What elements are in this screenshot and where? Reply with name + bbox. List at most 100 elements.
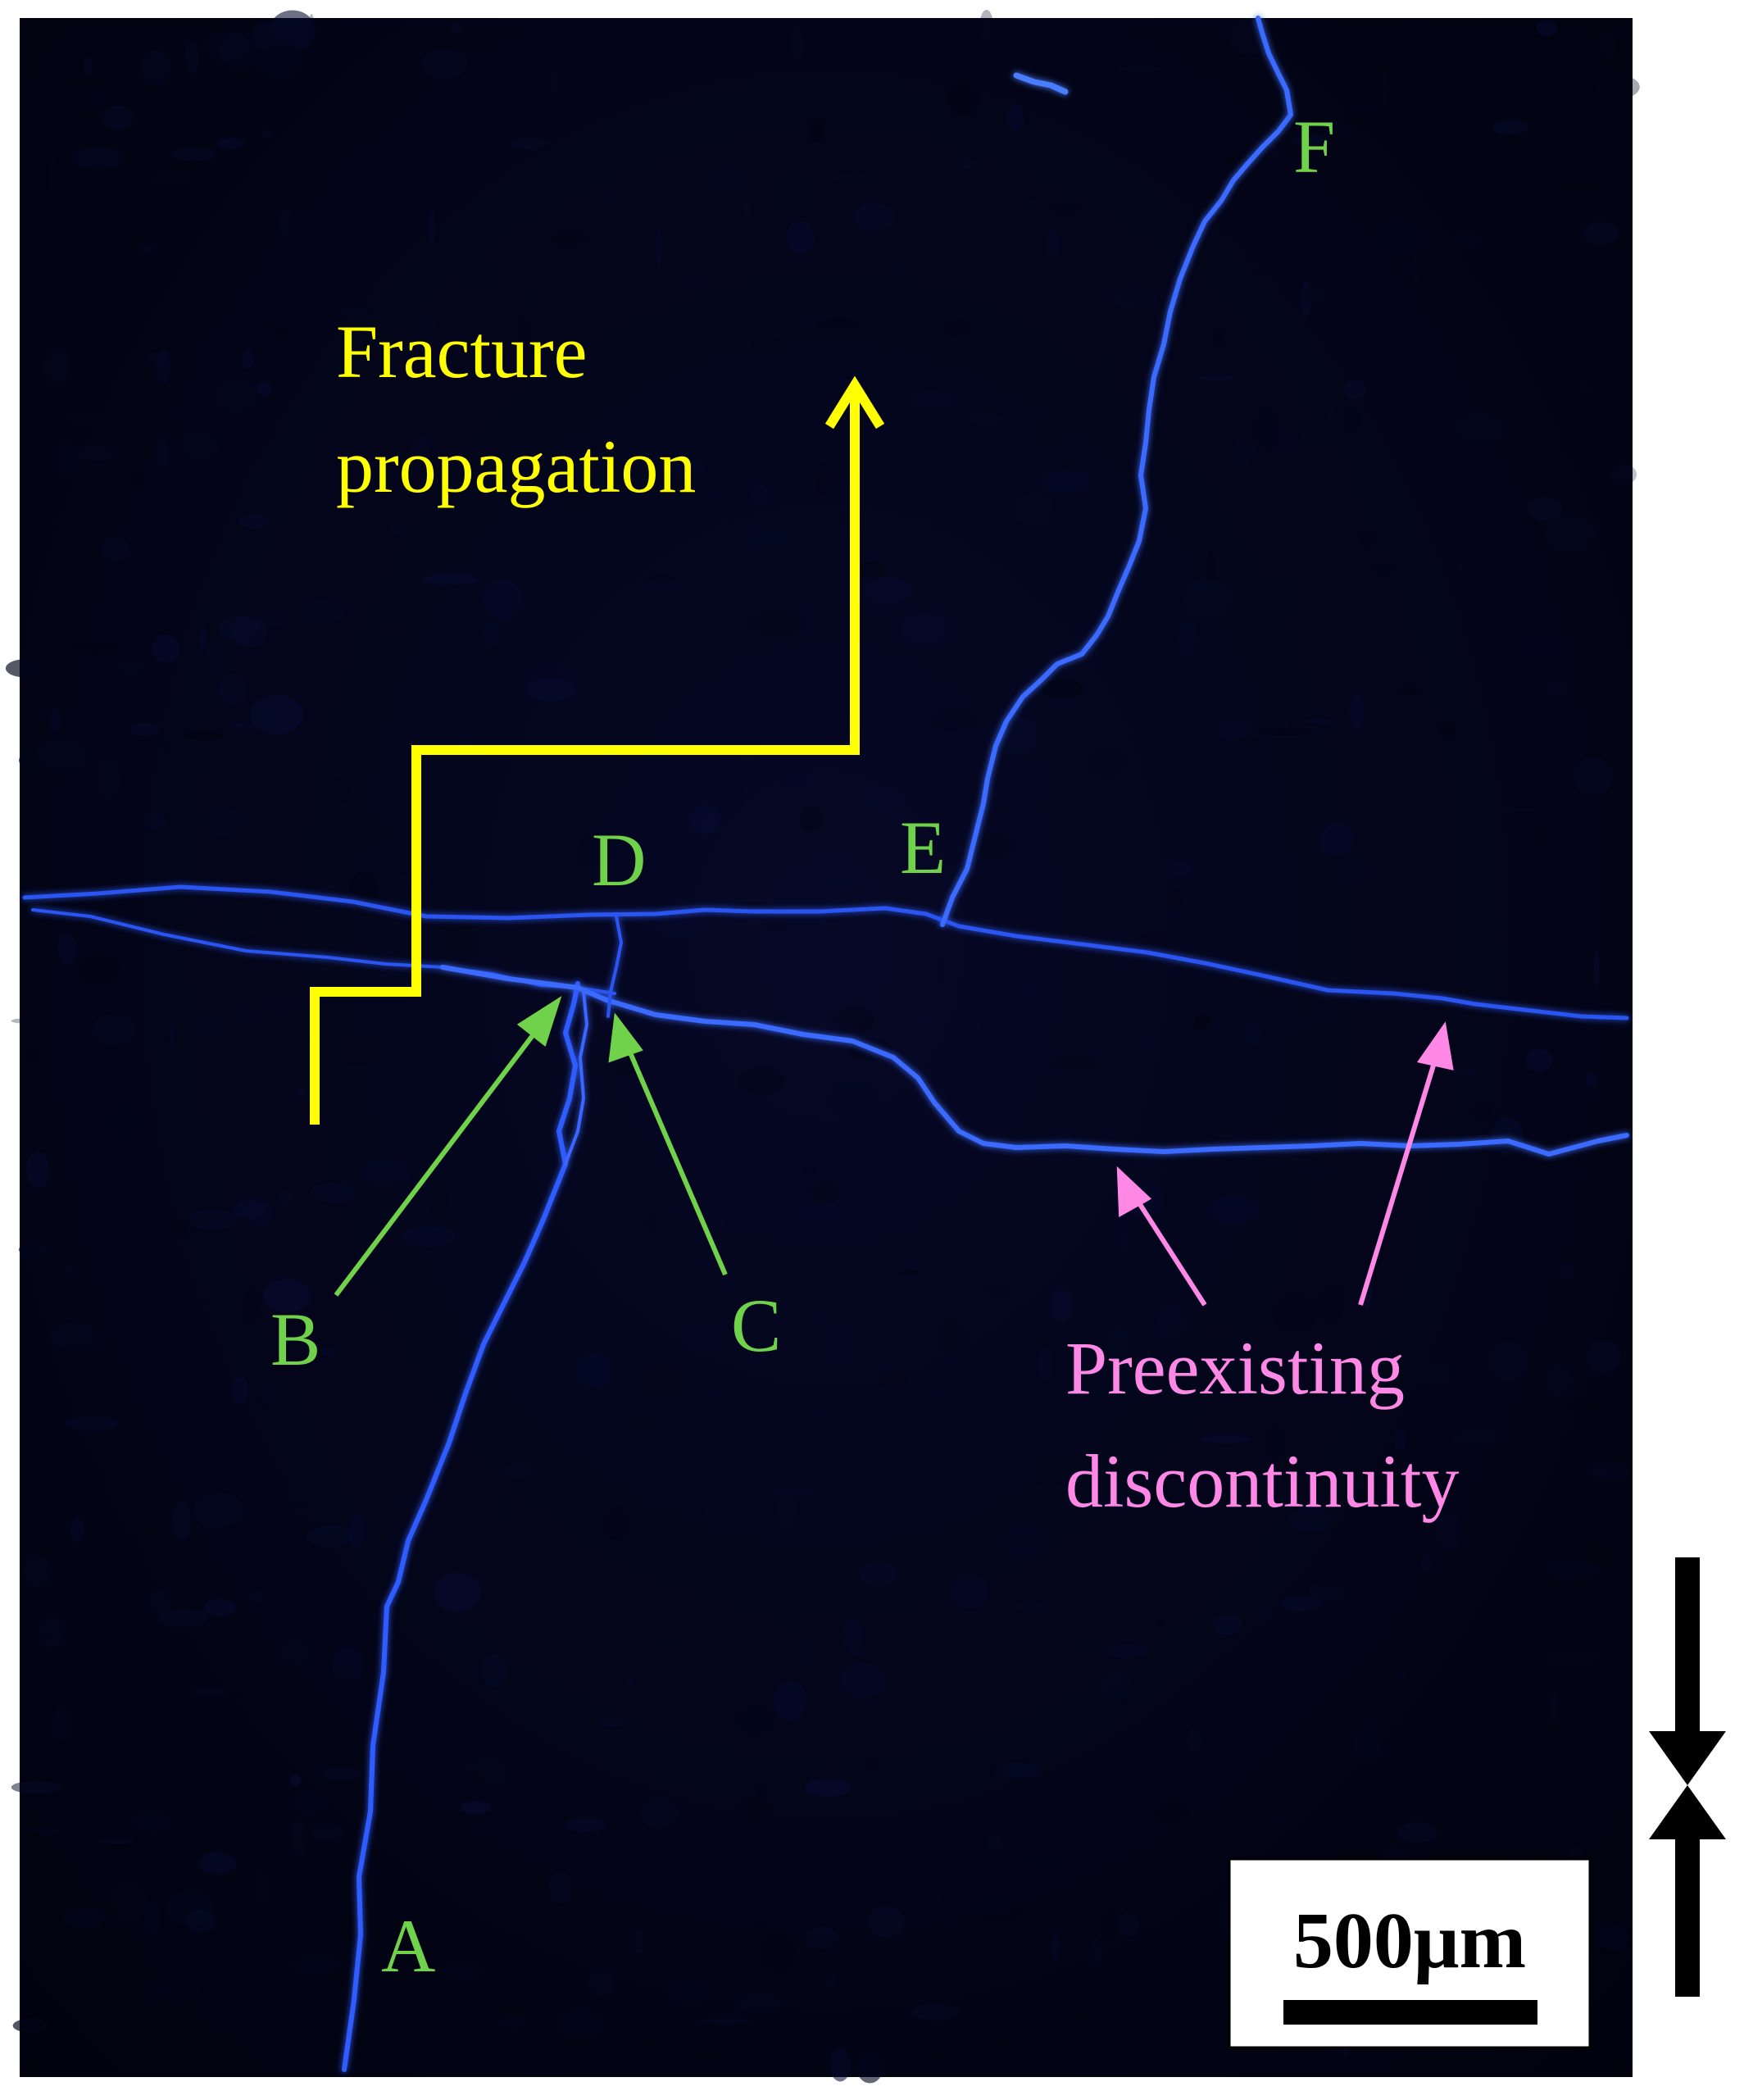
texture-speckle (856, 2052, 883, 2084)
texture-speckle (1166, 861, 1192, 877)
texture-speckle (1265, 576, 1303, 615)
texture-speckle (275, 1863, 320, 1892)
texture-speckle (143, 1900, 161, 1938)
texture-speckle (747, 531, 792, 546)
texture-speckle (257, 381, 271, 397)
texture-speckle (909, 391, 956, 407)
texture-speckle (1350, 691, 1365, 731)
texture-speckle (193, 1492, 243, 1529)
texture-speckle (834, 1006, 875, 1034)
texture-speckle (752, 484, 769, 506)
texture-speckle (440, 916, 479, 956)
texture-speckle (18, 1243, 53, 1257)
texture-speckle (388, 1519, 408, 1557)
texture-speckle (1179, 1012, 1231, 1049)
texture-speckle (310, 1823, 343, 1840)
texture-speckle (1487, 1340, 1529, 1382)
texture-speckle (588, 1967, 612, 1998)
point-label-a: A (381, 1904, 435, 1988)
texture-speckle (1108, 286, 1156, 310)
texture-speckle (411, 434, 432, 463)
arrow-b-head-icon (516, 996, 562, 1048)
texture-speckle (1101, 1909, 1116, 1942)
texture-speckle (242, 1288, 260, 1325)
texture-speckle (1573, 757, 1614, 795)
arrow-b-line (334, 1023, 543, 1297)
texture-speckle (688, 804, 721, 834)
texture-speckle (480, 1652, 507, 1688)
texture-speckle (218, 32, 260, 69)
texture-speckle (261, 128, 271, 139)
texture-speckle (193, 1687, 225, 1696)
texture-speckle (1193, 1507, 1212, 1516)
texture-speckle (774, 1681, 807, 1721)
texture-speckle (132, 466, 145, 490)
texture-speckle (177, 430, 220, 460)
texture-speckle (280, 1639, 314, 1666)
texture-speckle (1324, 1586, 1349, 1601)
texture-speckle (1089, 1937, 1102, 1968)
texture-speckle (1265, 1011, 1314, 1034)
scale-bar-line (1283, 2000, 1537, 2025)
texture-speckle (104, 1105, 143, 1139)
texture-speckle (1549, 1692, 1559, 1723)
texture-speckle (556, 487, 598, 510)
texture-speckle (64, 416, 111, 422)
texture-speckle (812, 1389, 830, 1411)
crack-upper-horizontal (22, 884, 1629, 1020)
texture-speckle (969, 415, 1001, 424)
texture-speckle (31, 1827, 61, 1834)
texture-speckle (242, 348, 253, 370)
texture-speckle (205, 1511, 252, 1518)
texture-speckle (1420, 1554, 1433, 1572)
compression-up-arrowhead-icon (1649, 1785, 1726, 1839)
texture-speckle (743, 198, 750, 220)
texture-speckle (1232, 436, 1254, 467)
texture-speckle (511, 988, 529, 993)
texture-speckle (737, 1066, 787, 1096)
texture-speckle (1100, 1671, 1130, 1703)
texture-speckle (217, 674, 248, 707)
texture-speckle (897, 251, 911, 285)
texture-speckle (868, 1755, 874, 1772)
texture-speckle (1155, 1799, 1188, 1825)
texture-speckle (206, 31, 251, 62)
texture-speckle (679, 1505, 704, 1519)
texture-speckle (163, 740, 173, 751)
texture-speckle (1281, 1459, 1301, 1485)
texture-speckle (1611, 464, 1637, 485)
texture-speckle (1206, 1331, 1238, 1337)
texture-speckle (263, 1279, 311, 1313)
texture-speckle (1115, 65, 1165, 72)
texture-speckle (1197, 375, 1238, 381)
texture-speckle (1542, 677, 1569, 701)
texture-speckle (257, 1785, 284, 1804)
texture-speckle (1373, 563, 1395, 575)
texture-speckle (1527, 497, 1563, 521)
point-labels: A B C D E F (270, 105, 1335, 1988)
texture-speckle (251, 22, 279, 51)
texture-speckle (277, 1190, 294, 1207)
texture-speckle (347, 1470, 363, 1477)
texture-speckle (63, 1262, 75, 1278)
texture-speckle (11, 1018, 39, 1024)
texture-speckle (510, 137, 549, 150)
texture-speckle (58, 85, 111, 109)
texture-speckle (372, 743, 409, 755)
texture-speckle (879, 1370, 910, 1389)
texture-speckle (1304, 719, 1338, 725)
crack-network (22, 16, 1629, 2072)
texture-speckle (197, 1298, 232, 1336)
texture-speckle (993, 1762, 1042, 1779)
arrow-c-head-icon (608, 1012, 643, 1063)
texture-speckle (184, 731, 225, 739)
texture-speckle (1236, 64, 1261, 89)
texture-speckle (860, 1561, 897, 1586)
texture-speckle (805, 1927, 840, 1949)
texture-speckle (1317, 1284, 1345, 1320)
texture-speckle (152, 1307, 205, 1348)
texture-speckle (761, 1116, 799, 1125)
texture-speckle (50, 1470, 86, 1502)
texture-speckle (1545, 1561, 1600, 1579)
compression-top-shaft (1675, 1557, 1700, 1738)
